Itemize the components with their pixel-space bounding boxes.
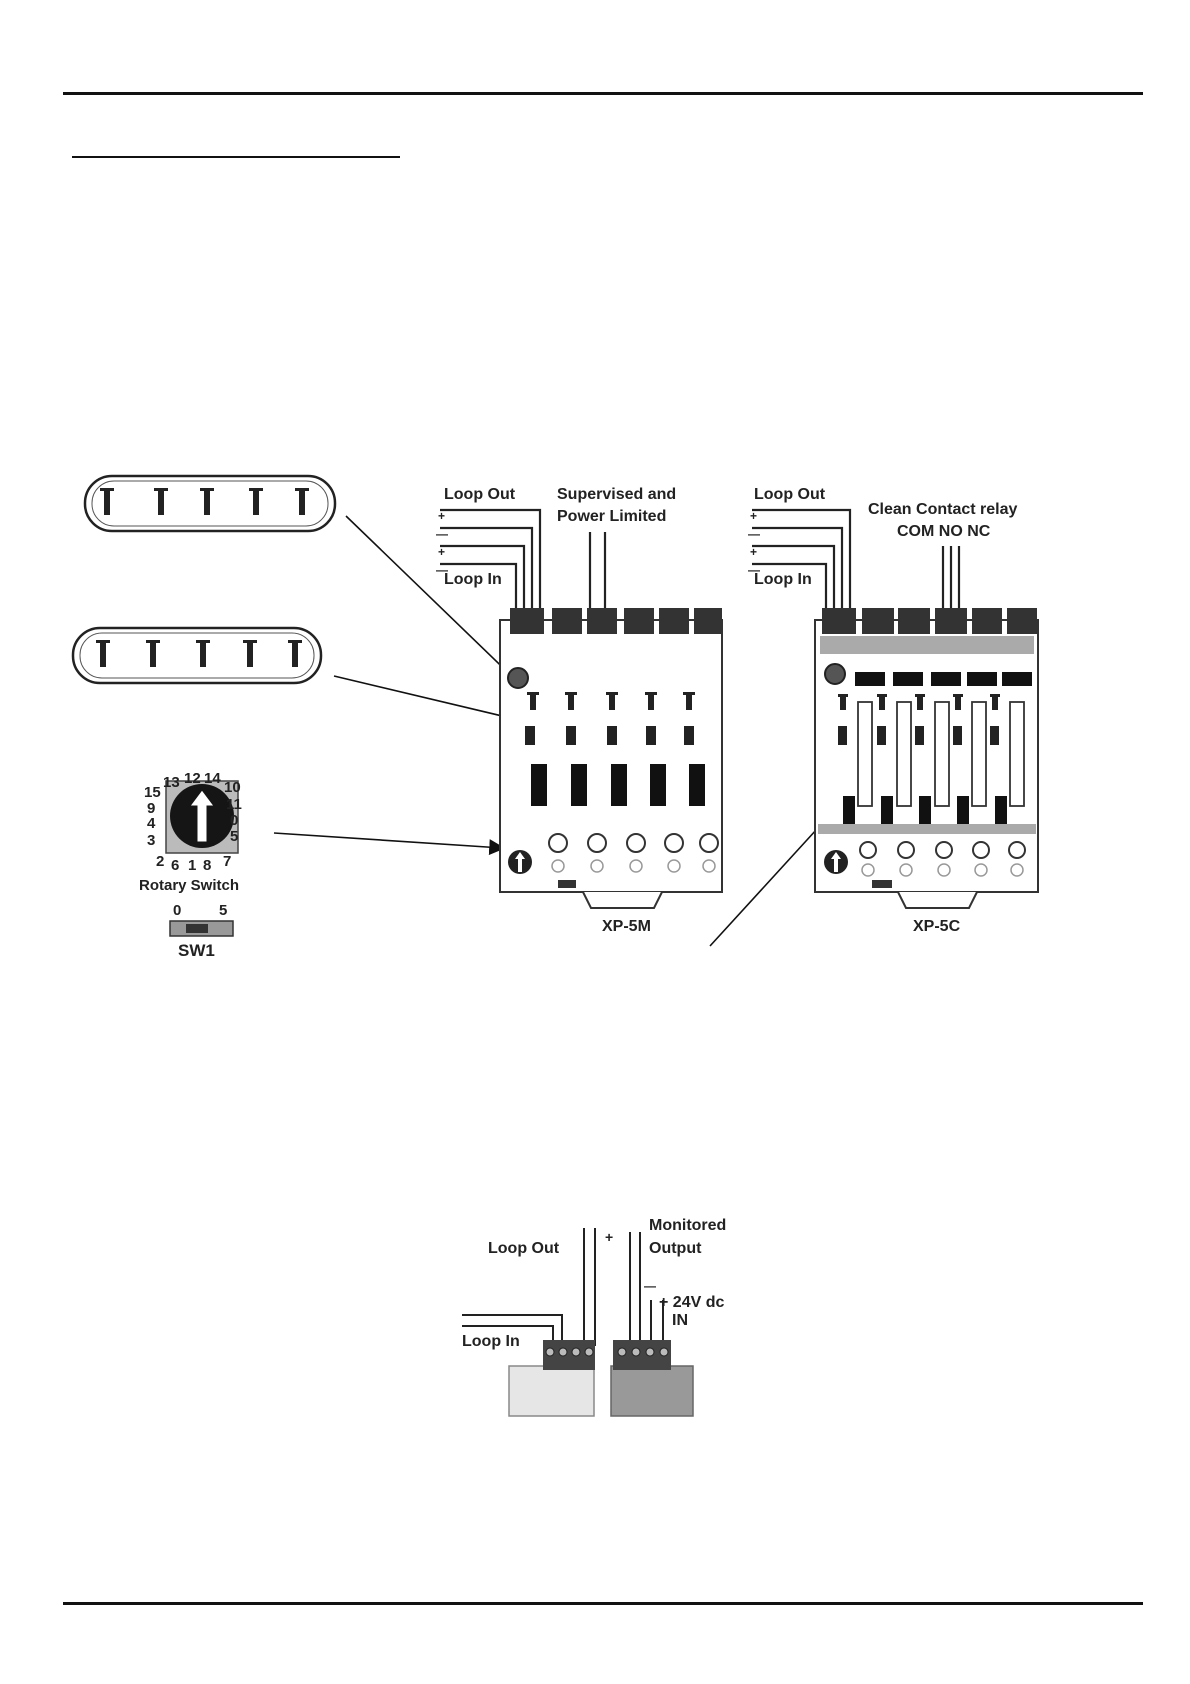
xp-5c-board [815, 620, 1038, 892]
xp-5m-name: XP-5M [602, 918, 651, 935]
xp-5c-module: + — + — Loop Out Loop In Clean Contact r… [748, 486, 1038, 935]
bottom-monitored-label-1: Monitored [649, 1217, 726, 1234]
xp-5m-polarity-3: + [438, 545, 445, 559]
rotary-num-3: 3 [147, 832, 155, 849]
rotary-num-7: 7 [223, 853, 231, 870]
rotary-num-4: 4 [147, 815, 156, 832]
bottom-supply-label-2: IN [672, 1312, 688, 1329]
bottom-supply-label-1: + 24V dc [659, 1294, 724, 1311]
rotary-num-15: 15 [144, 784, 161, 801]
bottom-loop-out-label: Loop Out [488, 1240, 560, 1257]
bottom-terminal-right [611, 1366, 693, 1416]
bottom-loop-in-label: Loop In [462, 1333, 520, 1350]
arrow-lower-jumpers [334, 676, 519, 720]
sw1-label: SW1 [178, 941, 215, 960]
xp-5m-supervised-label-1: Supervised and [557, 486, 676, 503]
rotary-num-8: 8 [203, 857, 211, 874]
sw1-left-value: 0 [173, 902, 181, 919]
rotary-num-1: 1 [188, 857, 196, 874]
jumper-row-upper [85, 476, 335, 531]
xp-5m-supervised-label-2: Power Limited [557, 508, 666, 525]
xp-5c-relay-label-1: Clean Contact relay [868, 501, 1017, 518]
xp-5c-name: XP-5C [913, 918, 961, 935]
rotary-num-10: 10 [224, 779, 241, 796]
rotary-num-5: 5 [230, 828, 238, 845]
xp-5c-polarity-2: — [748, 527, 760, 541]
xp-5m-loop-out-label: Loop Out [444, 486, 516, 503]
xp-5c-loop-out-label: Loop Out [754, 486, 826, 503]
xp-5m-loop-in-label: Loop In [444, 571, 502, 588]
rotary-num-2: 2 [156, 853, 164, 870]
arrow-rotary [274, 833, 502, 848]
rotary-num-0: 0 [230, 812, 238, 829]
rotary-switch-detail: 13 12 14 15 10 9 11 4 0 3 5 2 6 1 8 7 Ro… [139, 770, 242, 894]
sw1-switch: 0 5 SW1 [170, 902, 233, 960]
bottom-plus-symbol: + [605, 1229, 613, 1245]
rotary-num-12: 12 [184, 770, 201, 787]
rotary-num-11: 11 [226, 796, 242, 813]
xp-5m-polarity-1: + [438, 509, 445, 523]
bottom-terminal-left [509, 1366, 594, 1416]
bottom-minus-symbol: — [644, 1279, 656, 1293]
arrow-upper-jumpers [346, 516, 524, 688]
jumper-row-lower [73, 628, 321, 683]
rotary-num-6: 6 [171, 857, 179, 874]
xp-5m-board [500, 620, 722, 892]
xp-5c-polarity-3: + [750, 545, 757, 559]
xp-5m-loop-wires [440, 510, 605, 612]
xp-5c-relay-blocks [855, 672, 1032, 686]
xp-5c-loop-in-label: Loop In [754, 571, 812, 588]
bottom-monitored-label-2: Output [649, 1240, 702, 1257]
rotary-switch-label: Rotary Switch [139, 877, 239, 894]
xp-5m-polarity-2: — [436, 527, 448, 541]
sw1-right-value: 5 [219, 902, 227, 919]
xp-5c-polarity-1: + [750, 509, 757, 523]
monitored-output-diagram: Loop Out Loop In + Monitored Output — + … [462, 1217, 726, 1416]
rotary-num-13: 13 [163, 774, 180, 791]
xp-5c-relay-label-2: COM NO NC [897, 523, 991, 540]
rotary-num-14: 14 [204, 770, 221, 787]
